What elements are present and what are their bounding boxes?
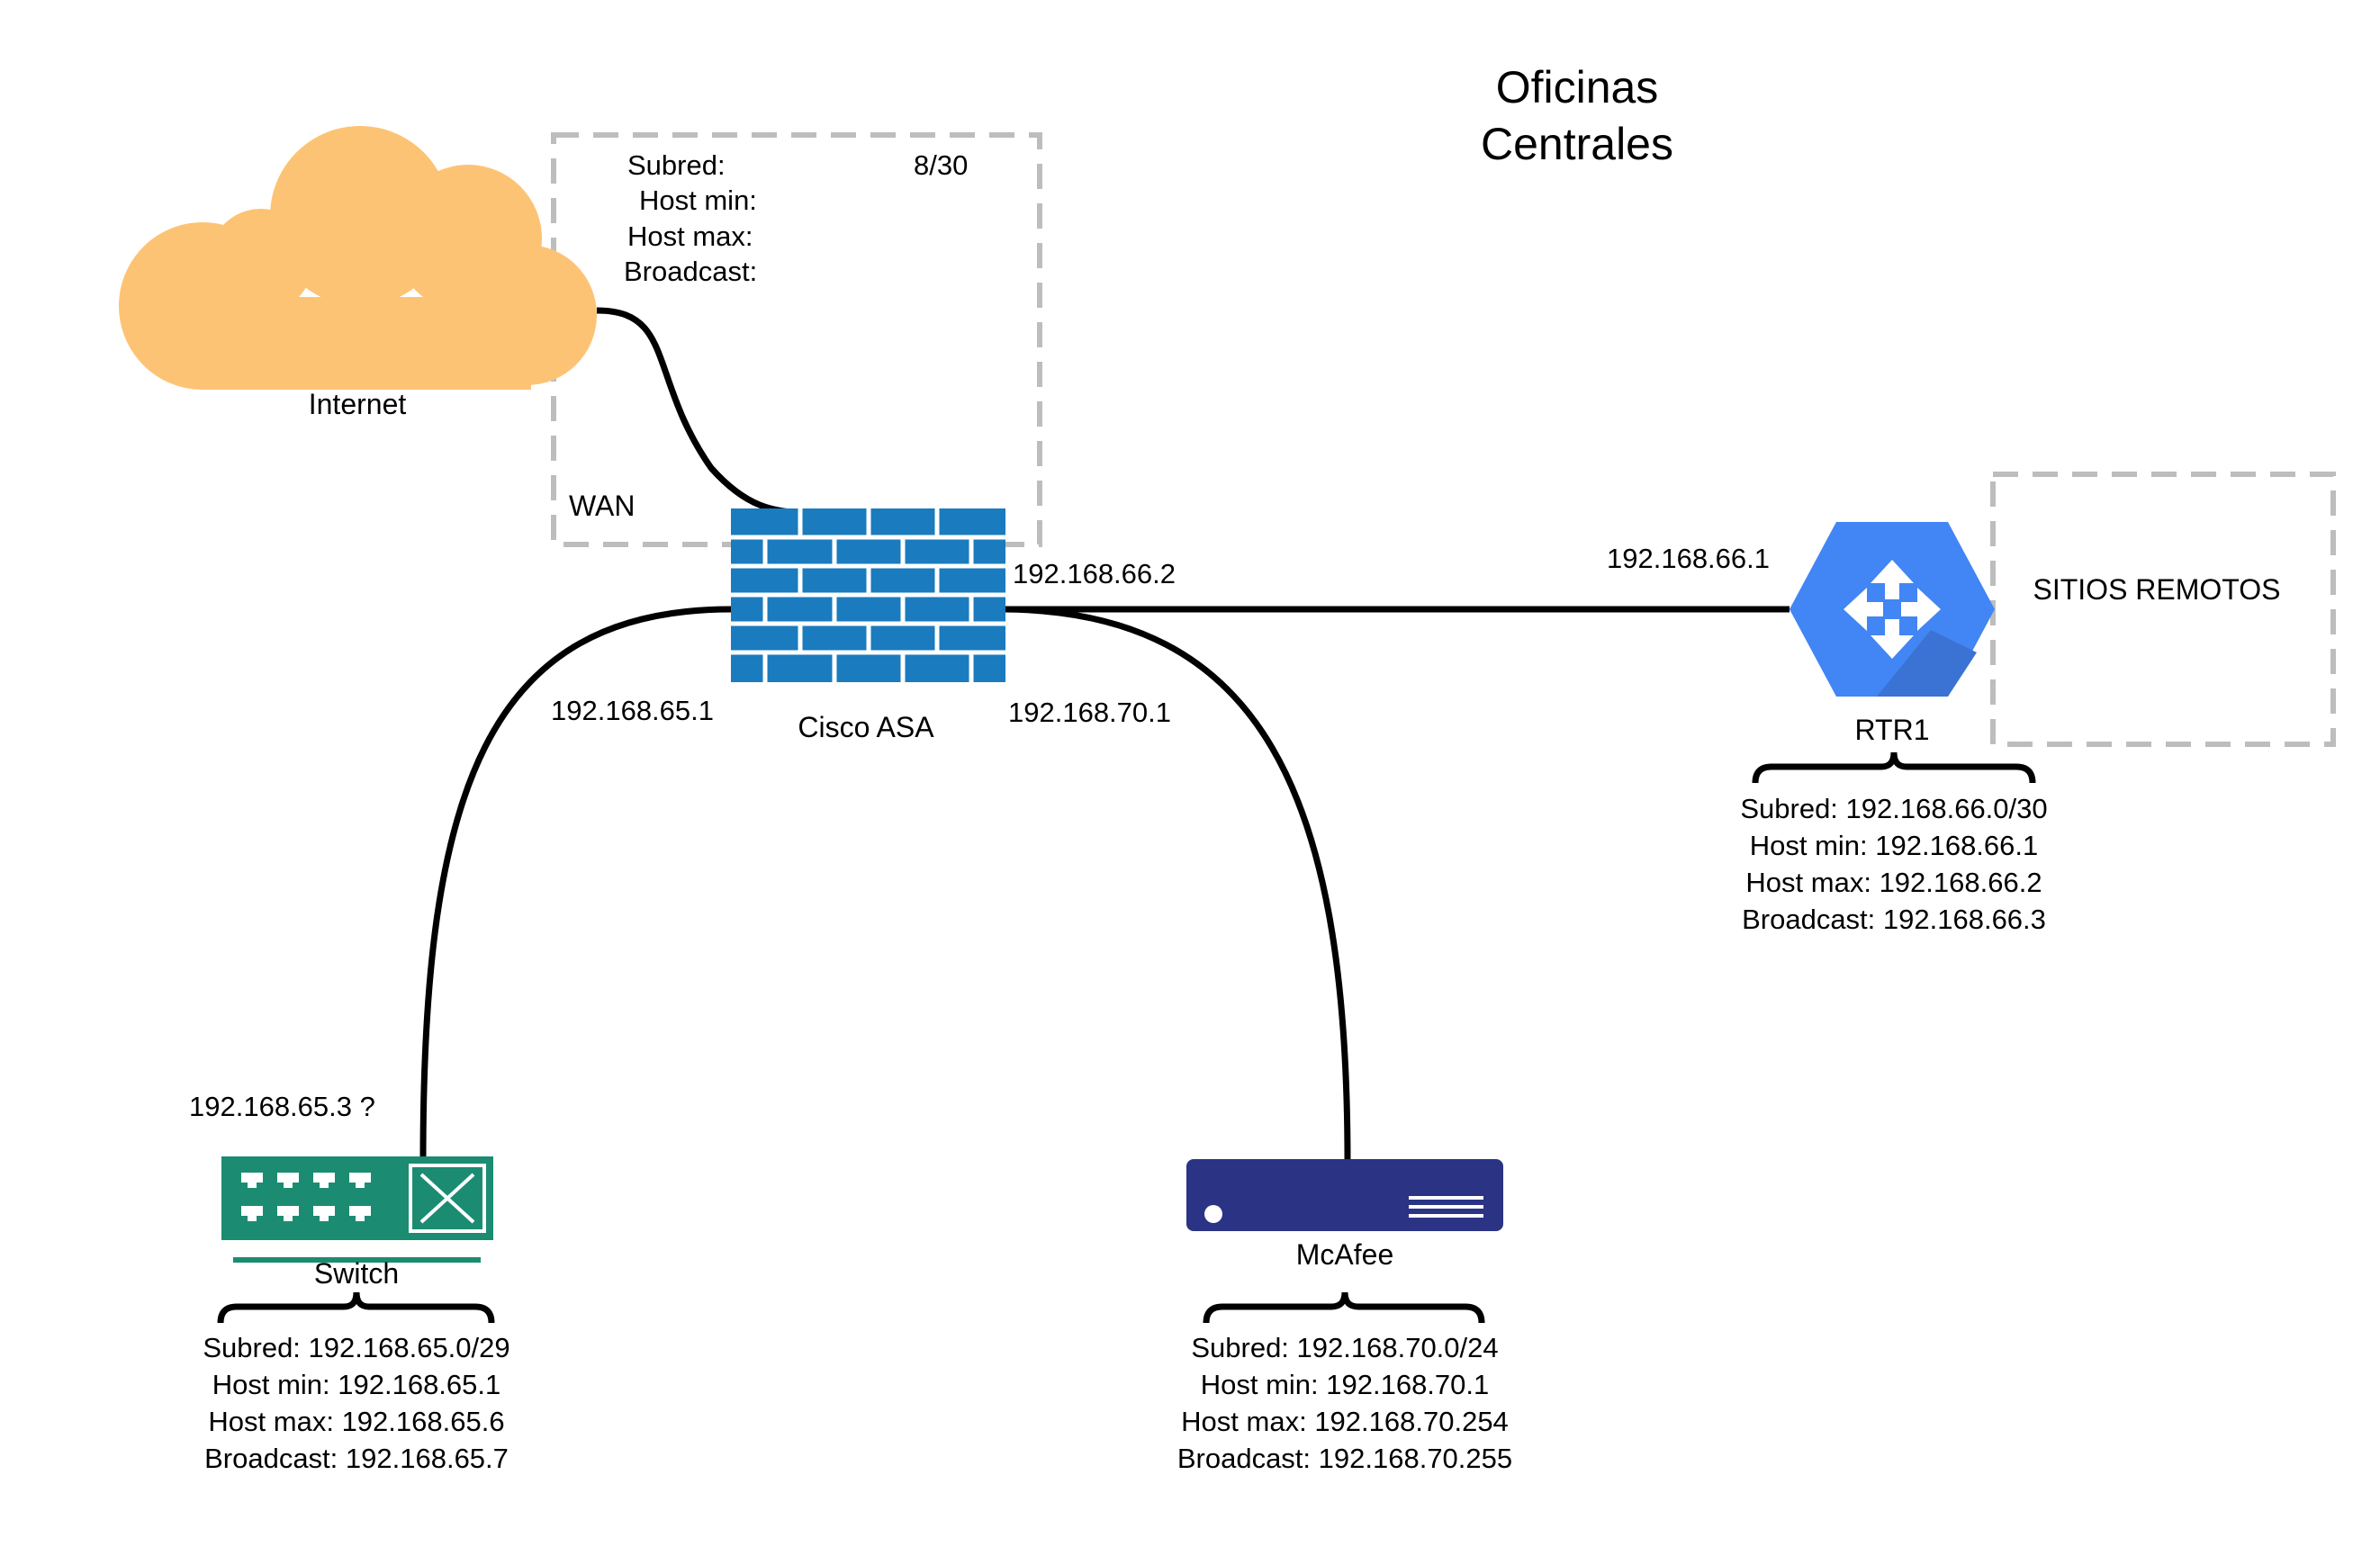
mcafee-subnet-line: Host min: 192.168.70.1 [1201,1369,1490,1400]
wan-box [551,132,1042,547]
mcafee-subnet-line: Host max: 192.168.70.254 [1181,1406,1509,1437]
wan-subred-value: 8/30 [914,149,968,181]
title-line-2: Centrales [1481,119,1673,169]
switch-brace [217,1291,495,1324]
mcafee-label: McAfee [1296,1238,1393,1271]
switch-icon [221,1156,493,1263]
interface-asa-switch: 192.168.65.1 [551,695,714,726]
rtr1-subnet-line: Broadcast: 192.168.66.3 [1742,904,2046,935]
links [419,307,1790,1162]
remote-sites-label: SITIOS REMOTOS [2033,573,2281,606]
switch-subnet-line: Host min: 192.168.65.1 [212,1369,501,1400]
link-asa-mcafee [1005,606,1351,1162]
rtr1-subnet-line: Subred: 192.168.66.0/30 [1740,793,2047,824]
switch-subnet-line: Subred: 192.168.65.0/29 [203,1332,509,1363]
router-icon [1790,522,1995,697]
appliance-icon [1186,1159,1503,1231]
asa-label: Cisco ASA [798,711,934,743]
interface-asa-mcafee: 192.168.70.1 [1008,697,1171,728]
remote-sites-box [1990,472,2336,747]
rtr1-subnet-info: Subred: 192.168.66.0/30 Host min: 192.16… [1740,793,2047,935]
wan-host-max-label: Host max: [627,220,753,252]
mcafee-subnet-line: Broadcast: 192.168.70.255 [1177,1443,1512,1474]
interface-switch-ip: 192.168.65.3 ? [189,1091,375,1122]
mcafee-subnet-info: Subred: 192.168.70.0/24 Host min: 192.16… [1177,1332,1512,1474]
interface-asa-rtr: 192.168.66.2 [1013,558,1176,589]
internet-label: Internet [309,388,407,420]
title-line-1: Oficinas [1496,62,1659,112]
mcafee-subnet-line: Subred: 192.168.70.0/24 [1191,1332,1498,1363]
switch-subnet-line: Broadcast: 192.168.65.7 [204,1443,509,1474]
wan-subred-label: Subred: [627,149,726,181]
wan-broadcast-label: Broadcast: [624,256,757,287]
rtr1-subnet-line: Host min: 192.168.66.1 [1750,830,2039,861]
switch-subnet-info: Subred: 192.168.65.0/29 Host min: 192.16… [203,1332,509,1474]
wan-label: WAN [569,490,635,522]
link-asa-switch [419,606,732,1162]
switch-label: Switch [314,1257,399,1290]
wan-host-min-label: Host min: [639,184,757,216]
switch-subnet-line: Host max: 192.168.65.6 [208,1406,504,1437]
rtr1-label: RTR1 [1855,714,1930,746]
cloud-icon [119,126,597,390]
rtr1-brace [1752,751,2036,784]
firewall-icon [731,508,1005,682]
interface-rtr-asa: 192.168.66.1 [1607,543,1770,574]
mcafee-brace [1203,1291,1485,1324]
link-internet-asa [596,307,805,517]
rtr1-subnet-line: Host max: 192.168.66.2 [1745,867,2042,898]
